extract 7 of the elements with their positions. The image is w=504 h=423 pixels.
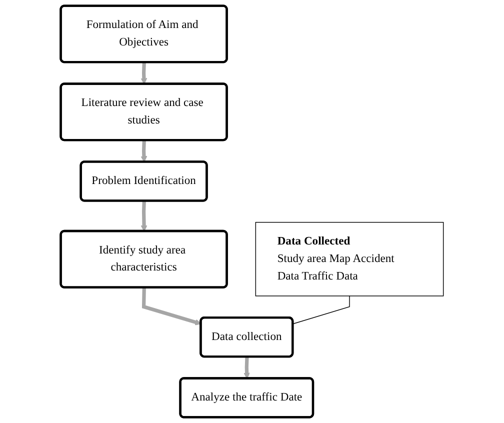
arrow — [244, 356, 250, 379]
arrow — [142, 288, 202, 326]
node-box: Data Collected Study area Map Accident Data Traffic Data — [255, 222, 444, 296]
arrow — [140, 62, 148, 84]
arrow — [140, 200, 148, 232]
arrow — [140, 140, 148, 162]
connector — [292, 296, 350, 324]
